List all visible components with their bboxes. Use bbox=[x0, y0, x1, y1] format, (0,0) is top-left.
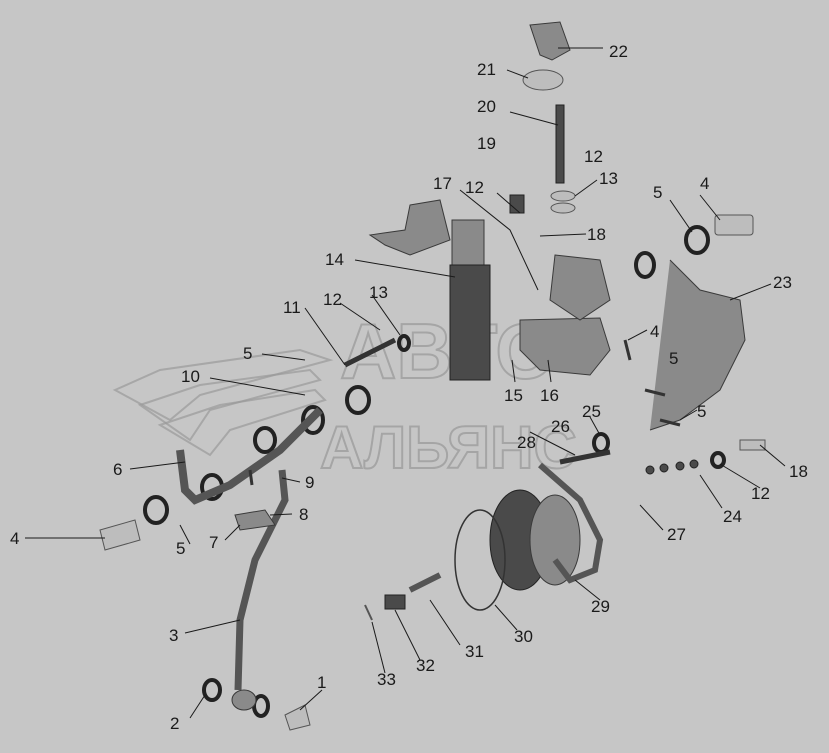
part-label: 13 bbox=[599, 169, 618, 188]
flange-plate-part bbox=[519, 317, 611, 376]
part-labels: 22 21 20 19 12 13 17 12 5 4 18 14 23 11 … bbox=[10, 42, 808, 733]
part-label: 5 bbox=[176, 539, 185, 558]
part-label: 10 bbox=[181, 367, 200, 386]
part-label: 20 bbox=[477, 97, 496, 116]
ring-part bbox=[202, 678, 222, 702]
part-label: 12 bbox=[465, 178, 484, 197]
part-label: 24 bbox=[723, 507, 742, 526]
part-label: 21 bbox=[477, 60, 496, 79]
part-label: 11 bbox=[283, 298, 301, 317]
ring-part bbox=[634, 251, 656, 279]
long-bolt-part bbox=[555, 104, 565, 184]
parts bbox=[99, 21, 766, 731]
part-label: 4 bbox=[650, 322, 659, 341]
part-label: 2 bbox=[170, 714, 179, 733]
washer-part bbox=[550, 190, 576, 202]
nut-part bbox=[659, 463, 669, 473]
part-label: 27 bbox=[667, 525, 686, 544]
part-label: 12 bbox=[323, 290, 342, 309]
part-label: 7 bbox=[209, 533, 218, 552]
ring-part bbox=[301, 405, 325, 435]
pin-part bbox=[644, 388, 666, 397]
part-label: 5 bbox=[653, 183, 662, 202]
spring-part bbox=[408, 572, 442, 593]
pin-part bbox=[659, 418, 681, 427]
part-label: 6 bbox=[113, 460, 122, 479]
washer-part bbox=[522, 69, 564, 91]
part-label: 5 bbox=[697, 402, 706, 421]
rod-part bbox=[234, 469, 289, 691]
lever-part bbox=[549, 254, 611, 321]
part-label: 30 bbox=[514, 627, 533, 646]
ring-part bbox=[253, 426, 277, 454]
pulley-hub-part bbox=[529, 494, 581, 586]
ring-part bbox=[592, 432, 610, 454]
part-label: 4 bbox=[10, 529, 19, 548]
part-label: 28 bbox=[517, 433, 536, 452]
bolt-part bbox=[739, 439, 766, 451]
part-label: 19 bbox=[477, 134, 496, 153]
part-label: 17 bbox=[433, 174, 452, 193]
lever-part bbox=[176, 407, 323, 505]
part-label: 25 bbox=[582, 402, 601, 421]
pulley-bracket-part bbox=[538, 462, 604, 584]
part-label: 12 bbox=[751, 484, 770, 503]
part-label: 3 bbox=[169, 626, 178, 645]
ring-part bbox=[345, 385, 371, 415]
pin-part bbox=[623, 339, 632, 361]
bolt-part bbox=[714, 214, 754, 236]
part-label: 5 bbox=[243, 344, 252, 363]
part-label: 31 bbox=[465, 642, 484, 661]
part-label: 16 bbox=[540, 386, 559, 405]
housing-part bbox=[449, 264, 491, 381]
ring-part bbox=[684, 225, 710, 255]
nut-part bbox=[675, 461, 685, 471]
disc-part bbox=[454, 509, 506, 611]
bracket-part bbox=[529, 21, 571, 61]
part-label: 8 bbox=[299, 505, 308, 524]
watermark-line2: АЛЬЯНС bbox=[320, 414, 577, 481]
lever-bracket-part bbox=[368, 199, 451, 256]
leader-lines bbox=[25, 47, 786, 719]
part-label: 18 bbox=[789, 462, 808, 481]
bolt-part bbox=[99, 519, 141, 551]
part-label: 29 bbox=[591, 597, 610, 616]
part-label: 9 bbox=[305, 473, 314, 492]
part-label: 12 bbox=[584, 147, 603, 166]
bolt-part bbox=[559, 449, 611, 465]
ring-part bbox=[397, 334, 411, 352]
part-label: 15 bbox=[504, 386, 523, 405]
ring-part bbox=[710, 451, 726, 469]
spacer-part bbox=[384, 594, 406, 610]
part-label: 22 bbox=[609, 42, 628, 61]
screw-part bbox=[248, 469, 254, 486]
part-label: 14 bbox=[325, 250, 344, 269]
part-label: 32 bbox=[416, 656, 435, 675]
nut-part bbox=[689, 459, 699, 469]
part-label: 18 bbox=[587, 225, 606, 244]
small-bracket-part bbox=[234, 509, 276, 531]
rod-end-part bbox=[231, 689, 257, 711]
part-label: 13 bbox=[369, 283, 388, 302]
bolt-part bbox=[343, 337, 397, 368]
part-label: 4 bbox=[700, 174, 709, 193]
part-label: 26 bbox=[551, 417, 570, 436]
clip-part bbox=[364, 604, 373, 621]
nut-part bbox=[645, 465, 655, 475]
bolt-part bbox=[284, 704, 311, 731]
part-label: 23 bbox=[773, 273, 792, 292]
ring-part bbox=[143, 495, 169, 525]
part-label: 1 bbox=[317, 673, 326, 692]
part-label: 5 bbox=[669, 349, 678, 368]
part-label: 33 bbox=[377, 670, 396, 689]
washer-part bbox=[550, 202, 576, 214]
